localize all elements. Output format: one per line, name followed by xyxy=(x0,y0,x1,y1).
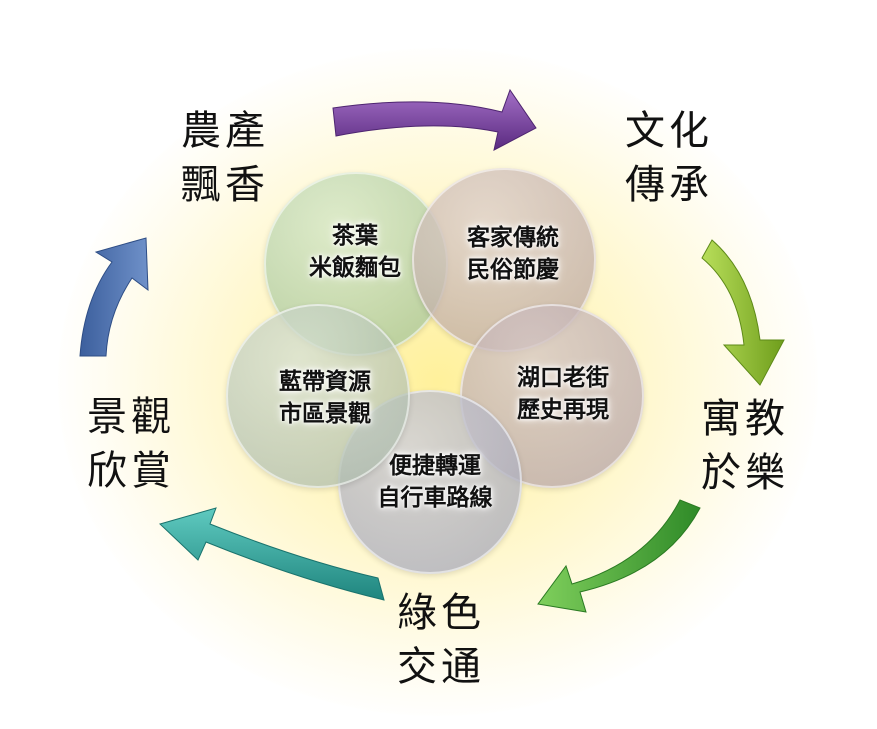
label-green-transport: 綠色 交通 xyxy=(397,590,485,690)
label-education: 寓教 於樂 xyxy=(701,396,789,496)
label-culture: 文化 傳承 xyxy=(625,108,713,208)
background-glow xyxy=(58,48,818,716)
arrow-bottom-left xyxy=(159,507,385,601)
circle-blue-belt xyxy=(226,304,410,488)
label-agriculture: 農產 飄香 xyxy=(181,108,269,208)
arrow-right xyxy=(701,239,785,386)
label-landscape: 景觀 欣賞 xyxy=(87,394,175,494)
arrow-left xyxy=(79,237,149,357)
text-blue-belt: 藍帶資源 市區景觀 xyxy=(279,369,371,427)
text-hakka-festival: 客家傳統 民俗節慶 xyxy=(467,225,559,283)
text-transit-bike: 便捷轉運 自行車路線 xyxy=(377,453,493,511)
text-tea-rice: 茶葉 米飯麵包 xyxy=(309,223,401,281)
arrow-top xyxy=(332,88,537,151)
arrow-bottom-right xyxy=(537,499,701,613)
text-old-street: 湖口老街 歷史再現 xyxy=(517,365,609,423)
